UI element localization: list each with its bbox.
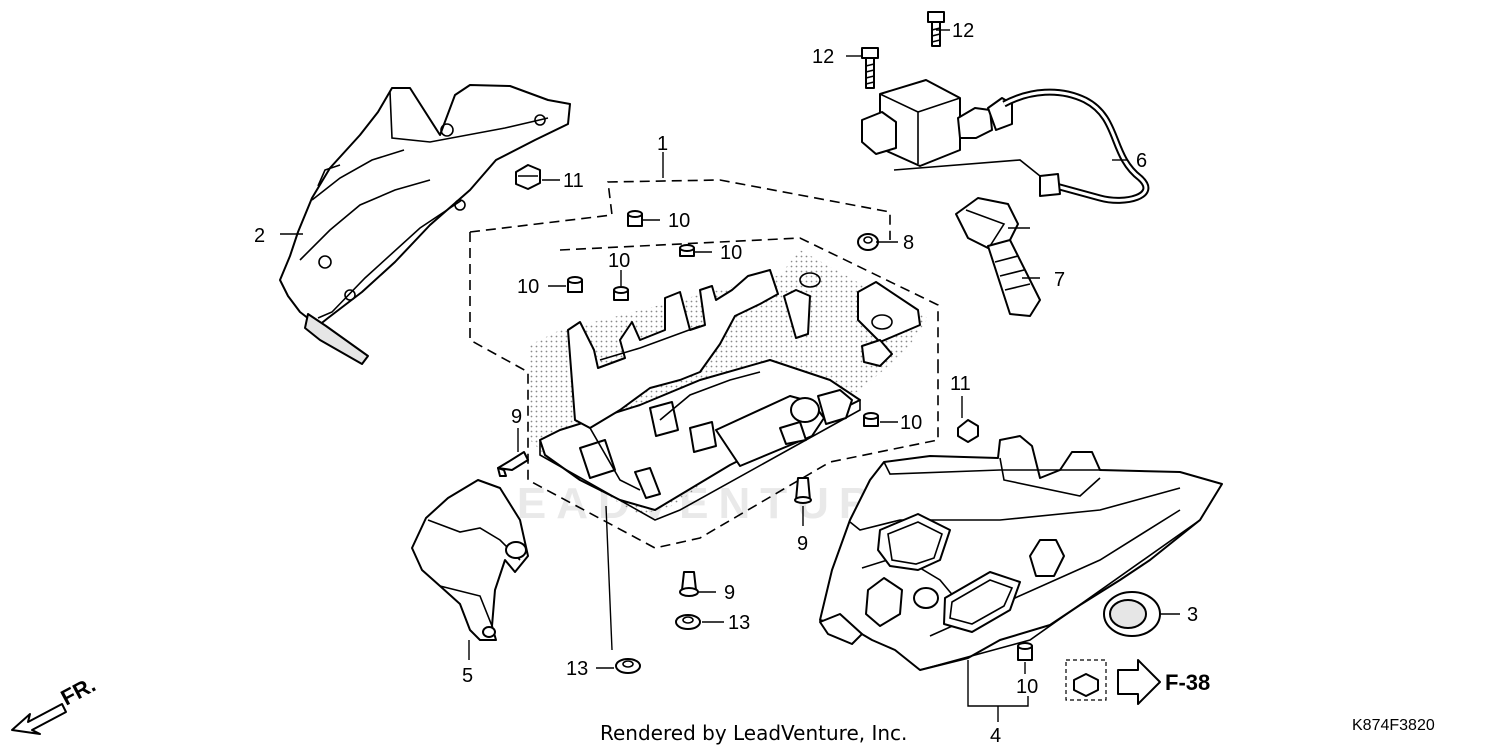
callout-13-right: 13 <box>728 612 750 634</box>
part-8-grommet[interactable] <box>857 233 879 251</box>
part-9-screw-bottom[interactable] <box>679 571 699 597</box>
collar-e <box>863 412 879 427</box>
collar-d <box>567 276 583 293</box>
part-13-nut-left[interactable] <box>615 658 641 674</box>
callout-10-e: 10 <box>900 412 922 434</box>
diagram-code: K874F3820 <box>1352 717 1435 734</box>
reference-f38[interactable]: F-38 <box>1065 659 1210 705</box>
front-direction-indicator: FR. <box>11 672 100 735</box>
rendered-by-credit: Rendered by LeadVenture, Inc. <box>600 721 907 745</box>
callout-10-a: 10 <box>668 210 690 232</box>
callout-10-f: 10 <box>1016 676 1038 698</box>
part-5-cover[interactable] <box>411 479 529 641</box>
part-11-bolt-lower[interactable] <box>957 419 979 443</box>
callout-8: 8 <box>903 232 914 254</box>
callout-6: 6 <box>1136 150 1147 172</box>
part-7-plug-cap[interactable] <box>955 197 1041 317</box>
callout-12-left: 12 <box>812 46 834 68</box>
collar-b <box>679 244 695 257</box>
part-3-grommet[interactable] <box>1103 591 1161 637</box>
part-4-right-panel[interactable] <box>819 435 1223 671</box>
callout-5: 5 <box>462 665 473 687</box>
callout-10-d: 10 <box>517 276 539 298</box>
callout-10-b: 10 <box>720 242 742 264</box>
callout-11-upper: 11 <box>563 170 584 192</box>
part-12-bolt-right[interactable] <box>927 11 945 47</box>
callout-9-bottom: 9 <box>724 582 735 604</box>
part-13-nut-right[interactable] <box>675 614 701 630</box>
reference-label: F-38 <box>1165 670 1210 695</box>
collar-c <box>613 286 629 301</box>
callout-9-left: 9 <box>511 406 522 428</box>
collar-a <box>627 210 643 227</box>
callout-11-lower: 11 <box>950 373 971 395</box>
collar-f <box>1017 642 1033 661</box>
part-1-battery-tray[interactable] <box>469 179 939 549</box>
leader-lines <box>280 29 1180 722</box>
callout-1: 1 <box>657 133 668 155</box>
part-10-collars[interactable] <box>567 210 1033 661</box>
callout-13-left: 13 <box>566 658 588 680</box>
callout-7: 7 <box>1054 269 1065 291</box>
part-6-ignition-coil[interactable] <box>861 79 1150 204</box>
callout-9-middle: 9 <box>797 533 808 555</box>
part-12-bolt-left[interactable] <box>861 47 879 89</box>
callout-labels: 1 2 3 4 5 6 7 8 9 9 9 10 10 10 10 10 10 … <box>254 20 1198 747</box>
callout-4: 4 <box>990 725 1001 747</box>
callout-2: 2 <box>254 225 265 247</box>
callout-12-right: 12 <box>952 20 974 42</box>
part-9-screw-left[interactable] <box>497 451 529 477</box>
callout-10-c: 10 <box>608 250 630 272</box>
part-11-bolt-upper[interactable] <box>515 164 541 190</box>
callout-3: 3 <box>1187 604 1198 626</box>
part-9-screw-middle[interactable] <box>794 477 812 504</box>
part-2-left-panel[interactable] <box>279 84 571 365</box>
